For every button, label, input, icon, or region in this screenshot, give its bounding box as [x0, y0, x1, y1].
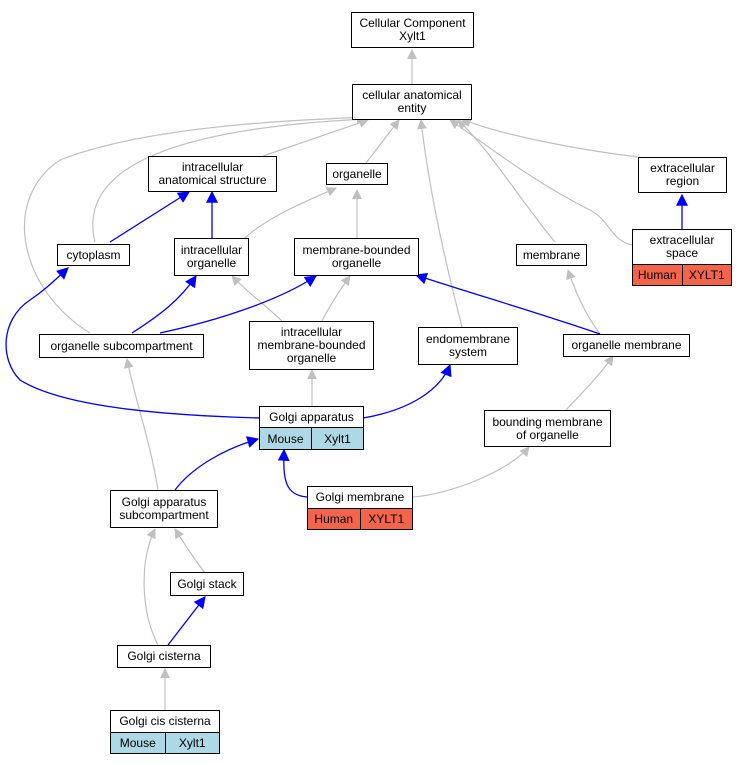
species-human: Human	[314, 512, 354, 526]
species-mouse: Mouse	[267, 431, 304, 446]
edge-gas-osc	[123, 358, 159, 491]
edge-imbo-io	[231, 275, 283, 322]
node-label-line: organelle	[186, 256, 237, 270]
node-label-line: organelle	[286, 351, 337, 365]
node-cellular-component-root[interactable]: Cellular Component Xylt1	[351, 12, 474, 48]
node-golgi-stack[interactable]: Golgi stack	[170, 572, 244, 596]
node-label-line: region	[665, 174, 700, 188]
edge-osc-mbo	[159, 275, 317, 334]
node-label-line: space	[665, 246, 699, 260]
edge-gas-ga	[174, 436, 260, 491]
node-golgi-apparatus-subcompartment[interactable]: Golgi apparatus subcompartment	[110, 490, 218, 528]
annotation-golgi-apparatus[interactable]: Mouse Xylt1	[259, 427, 364, 450]
edge-bmo-om	[565, 355, 614, 411]
node-label-line: Golgi apparatus	[121, 495, 207, 509]
edge-ias-cae	[262, 118, 369, 157]
node-label-line: cytoplasm	[66, 247, 121, 262]
node-membrane[interactable]: membrane	[516, 244, 587, 266]
node-label-line: Golgi membrane	[315, 490, 405, 504]
node-label-line: Cellular Component	[359, 16, 466, 30]
node-label-line: of organelle	[516, 427, 579, 442]
node-golgi-membrane[interactable]: Golgi membrane	[307, 486, 413, 509]
edge-om-mbo	[414, 272, 601, 335]
node-membrane-bounded-organelle[interactable]: membrane-bounded organelle	[294, 238, 419, 276]
node-label-line: organelle	[331, 256, 382, 270]
edge-cytoplasm-ias	[109, 191, 191, 243]
node-cellular-anatomical-entity[interactable]: cellular anatomical entity	[352, 84, 472, 120]
node-cytoplasm[interactable]: cytoplasm	[57, 244, 130, 266]
edge-om-membrane	[566, 269, 601, 335]
edge-organelle-cae	[365, 119, 400, 164]
edge-gs-gas	[174, 528, 206, 574]
node-golgi-apparatus[interactable]: Golgi apparatus	[259, 406, 364, 428]
node-extracellular-space[interactable]: extracellular space	[632, 229, 732, 265]
node-label-line: membrane-bounded	[257, 338, 366, 352]
gene-symbol: XYLT1	[681, 265, 732, 285]
edge-endo-cae	[417, 119, 463, 328]
node-label-line: intracellular	[280, 325, 343, 339]
node-golgi-cisterna[interactable]: Golgi cisterna	[117, 645, 211, 668]
node-label-line: subcompartment	[119, 508, 209, 522]
annotation-golgi-cis-cisterna[interactable]: Mouse Xylt1	[110, 732, 220, 754]
node-label-line: bounding membrane	[492, 414, 603, 429]
node-intracellular-organelle[interactable]: intracellular organelle	[174, 238, 249, 276]
node-label-line: system	[448, 345, 487, 359]
edge-ga-endo	[362, 363, 452, 419]
edge-osc-io	[131, 275, 197, 334]
node-label-line: organelle membrane	[571, 338, 682, 352]
node-label-line: membrane	[522, 247, 581, 262]
node-label-line: extracellular	[649, 233, 715, 247]
node-label-line: Xylt1	[399, 29, 426, 43]
species-mouse: Mouse	[119, 736, 156, 750]
gene-symbol: XYLT1	[359, 509, 413, 529]
node-label-line: intracellular	[180, 243, 243, 257]
edge-ga-cytoplasm	[5, 267, 261, 419]
gene-symbol: Xylt1	[164, 733, 220, 753]
node-label-line: Golgi stack	[177, 576, 237, 591]
node-bounding-membrane-of-organelle[interactable]: bounding membrane of organelle	[484, 410, 611, 447]
annotation-golgi-membrane[interactable]: Human XYLT1	[307, 508, 413, 530]
edge-ecs-cae	[449, 119, 633, 246]
node-label-line: entity	[397, 101, 427, 115]
gene-symbol: Xylt1	[311, 428, 363, 449]
node-label-line: endomembrane	[425, 332, 511, 346]
node-label-line: intracellular	[181, 160, 244, 174]
edge-gm-bmo	[411, 446, 530, 498]
node-label-line: Golgi cis cisterna	[119, 714, 211, 728]
node-label-line: extracellular	[650, 161, 715, 175]
node-extracellular-region[interactable]: extracellular region	[638, 157, 727, 193]
edge-gc-gs	[167, 596, 206, 646]
node-label-line: organelle subcompartment	[50, 338, 193, 353]
node-golgi-cis-cisterna[interactable]: Golgi cis cisterna	[110, 710, 220, 733]
node-label-line: organelle	[332, 166, 382, 181]
edge-ecr-cae	[461, 117, 639, 158]
node-intracellular-anatomical-structure[interactable]: intracellular anatomical structure	[148, 156, 277, 192]
node-organelle[interactable]: organelle	[326, 163, 388, 185]
node-organelle-membrane[interactable]: organelle membrane	[563, 334, 690, 357]
node-label-line: membrane-bounded	[302, 243, 411, 257]
species-human: Human	[637, 268, 677, 282]
edge-cytoplasm-cae	[92, 114, 367, 243]
node-endomembrane-system[interactable]: endomembrane system	[418, 327, 518, 365]
node-label-line: anatomical structure	[158, 173, 267, 187]
edge-gm-ga	[277, 448, 308, 498]
node-label-line: cellular anatomical	[362, 88, 462, 102]
node-intracellular-membrane-bounded-organelle[interactable]: intracellular membrane-bounded organelle	[249, 321, 374, 370]
edge-imbo-mbo	[321, 275, 351, 322]
edge-membrane-cae	[457, 119, 556, 243]
node-label-line: Golgi apparatus	[269, 409, 354, 424]
edge-io-organelle	[244, 187, 337, 239]
node-label-line: Golgi cisterna	[127, 649, 201, 663]
edge-osc-cae	[24, 112, 367, 334]
annotation-ecs[interactable]: Human XYLT1	[632, 264, 732, 286]
node-organelle-subcompartment[interactable]: organelle subcompartment	[39, 334, 204, 358]
edge-gc-gas	[143, 528, 159, 646]
